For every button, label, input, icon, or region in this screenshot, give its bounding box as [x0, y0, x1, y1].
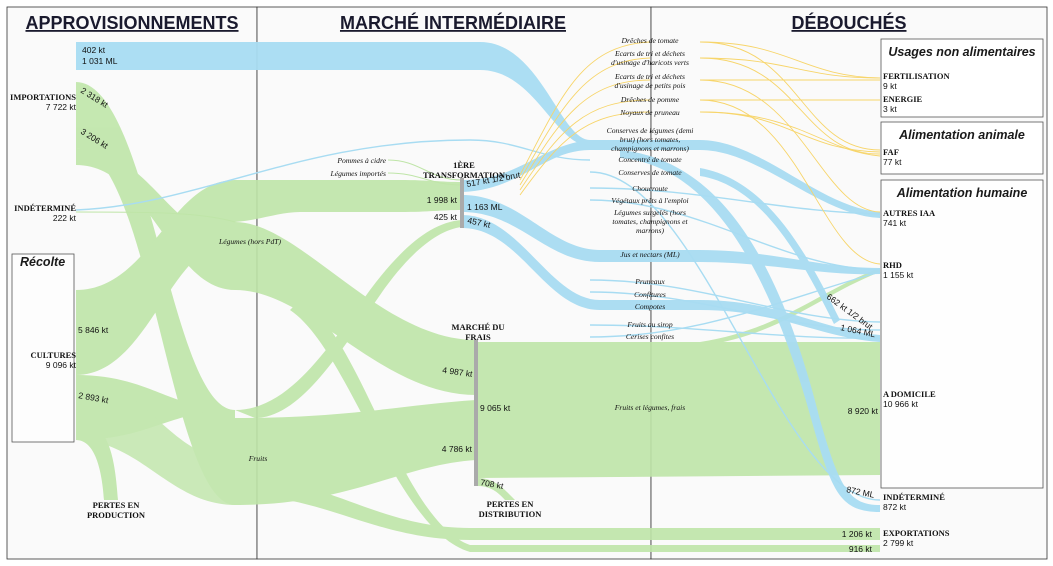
other-iaa-value: 741 kt — [883, 218, 907, 228]
fresh-market-1: MARCHÉ DU — [451, 322, 504, 332]
imports-top-ml: 1 031 ML — [82, 56, 118, 66]
product-label: Drêches de pomme — [620, 95, 680, 104]
product-label: champignons et marrons) — [611, 144, 689, 153]
crops-flow-a: 5 846 kt — [78, 325, 109, 335]
market-title: MARCHÉ INTERMÉDIAIRE — [340, 12, 566, 33]
product-label: tomates, champignons et — [612, 217, 688, 226]
transformation-out-457: 457 kt — [467, 215, 492, 230]
transformation-in-1998: 1 998 kt — [427, 195, 458, 205]
export-flow-b: 916 kt — [849, 544, 873, 554]
product-label: Drêches de tomate — [621, 36, 680, 45]
outlet-undetermined-label: INDÉTERMINÉ — [883, 492, 945, 502]
product-label: d'usinage d'haricots verts — [611, 58, 689, 67]
blue-flows — [76, 42, 880, 512]
imports-value: 7 722 kt — [46, 102, 77, 112]
product-label: Pruneaux — [634, 277, 665, 286]
fresh-in-4987: 4 987 kt — [442, 365, 474, 379]
energy-label: ENERGIE — [883, 94, 923, 104]
product-label: Confitures — [634, 290, 666, 299]
undetermined-value: 222 kt — [53, 213, 77, 223]
product-label: Ecarts de tri et déchets — [614, 49, 685, 58]
exports-value: 2 799 kt — [883, 538, 914, 548]
imported-veg-label: Légumes importés — [330, 169, 387, 178]
node-bars — [460, 178, 478, 486]
product-labels: Drêches de tomate Ecarts de tri et déche… — [607, 36, 694, 341]
yellow-flows — [519, 41, 881, 265]
product-label: Choucroute — [632, 184, 668, 193]
faf-value: 77 kt — [883, 157, 902, 167]
feed-box — [880, 121, 1044, 175]
transformation-in-425: 425 kt — [434, 212, 458, 222]
product-label: Jus et nectars (ML) — [620, 250, 680, 259]
production-losses-2: PRODUCTION — [87, 510, 146, 520]
product-label: Conserves de tomate — [618, 168, 682, 177]
imports-top-kt: 402 kt — [82, 45, 106, 55]
product-label: Cerises confites — [626, 332, 674, 341]
rhd-value: 1 155 kt — [883, 270, 914, 280]
blue-thin-flows — [75, 139, 881, 501]
rhd-label: RHD — [883, 260, 902, 270]
outlets-title: DÉBOUCHÉS — [791, 12, 906, 33]
harvest-box — [11, 253, 75, 443]
product-label: Noyaux de pruneau — [619, 108, 680, 117]
human-food-title: Alimentation humaine — [896, 186, 1028, 200]
green-flows — [76, 82, 880, 552]
transformation-out-1163: 1 163 ML — [467, 202, 503, 212]
undetermined-label: INDÉTERMINÉ — [14, 203, 76, 213]
fertilisation-value: 9 kt — [883, 81, 897, 91]
crops-label: CULTURES — [30, 350, 76, 360]
human-food-box — [880, 179, 1044, 489]
energy-value: 3 kt — [883, 104, 897, 114]
fresh-total: 9 065 kt — [480, 403, 511, 413]
crops-value: 9 096 kt — [46, 360, 77, 370]
other-iaa-label: AUTRES IAA — [883, 208, 936, 218]
faf-label: FAF — [883, 147, 899, 157]
distribution-losses-2: DISTRIBUTION — [479, 509, 543, 519]
nonfood-box — [880, 38, 1044, 118]
production-losses-1: PERTES EN — [93, 500, 141, 510]
supply-title: APPROVISIONNEMENTS — [25, 13, 238, 33]
harvest-title: Récolte — [20, 255, 65, 269]
transformation-node — [460, 178, 464, 228]
outlet-undetermined-value: 872 kt — [883, 502, 907, 512]
green-thin-flows — [75, 159, 463, 223]
product-label: Légumes surgelés (hors — [613, 208, 686, 217]
cider-apples-label: Pommes à cidre — [336, 156, 386, 165]
fresh-flow-label: Fruits et légumes, frais — [614, 403, 685, 412]
fruits-label: Fruits — [248, 454, 268, 463]
nonfood-title: Usages non alimentaires — [888, 45, 1035, 59]
first-transformation-2: TRANSFORMATION — [423, 170, 506, 180]
home-label: A DOMICILE — [883, 389, 936, 399]
product-label: d'usinage de petits pois — [614, 81, 685, 90]
export-flow-a: 1 206 kt — [842, 529, 873, 539]
home-value: 10 966 kt — [883, 399, 919, 409]
product-label: brut) (hors tomates, — [620, 135, 681, 144]
vegetables-label: Légumes (hors PdT) — [218, 237, 281, 246]
home-flow: 8 920 kt — [848, 406, 879, 416]
product-label: Conserves de légumes (demi — [607, 126, 694, 135]
fresh-in-4786: 4 786 kt — [442, 444, 473, 454]
fresh-market-2: FRAIS — [465, 332, 491, 342]
product-label: Concentré de tomate — [618, 155, 682, 164]
product-label: marrons) — [636, 226, 664, 235]
product-label: Végétaux prêts à l'emploi — [611, 196, 688, 205]
first-transformation-1: 1ÈRE — [453, 160, 475, 170]
fresh-market-node — [474, 340, 478, 486]
product-label: Fruits au sirop — [626, 320, 672, 329]
feed-title: Alimentation animale — [898, 128, 1025, 142]
fertilisation-label: FERTILISATION — [883, 71, 950, 81]
imports-label: IMPORTATIONS — [10, 92, 76, 102]
product-label: Ecarts de tri et déchets — [614, 72, 685, 81]
exports-label: EXPORTATIONS — [883, 528, 950, 538]
distribution-losses-1: PERTES EN — [487, 499, 535, 509]
fresh-loss: 708 kt — [480, 477, 505, 491]
product-label: Compotes — [635, 302, 665, 311]
